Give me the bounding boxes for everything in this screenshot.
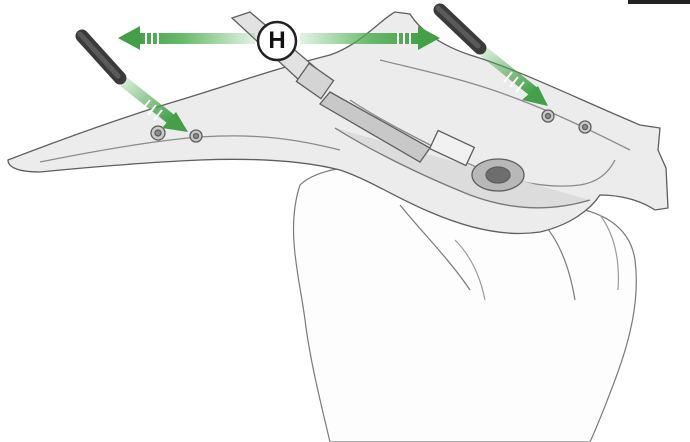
arrow-left-icon	[118, 26, 255, 50]
screwdriver-icon-right	[438, 8, 480, 48]
corner-mark	[628, 0, 690, 4]
screwdriver-icon-left	[80, 34, 120, 78]
callout-label: H	[259, 23, 295, 59]
